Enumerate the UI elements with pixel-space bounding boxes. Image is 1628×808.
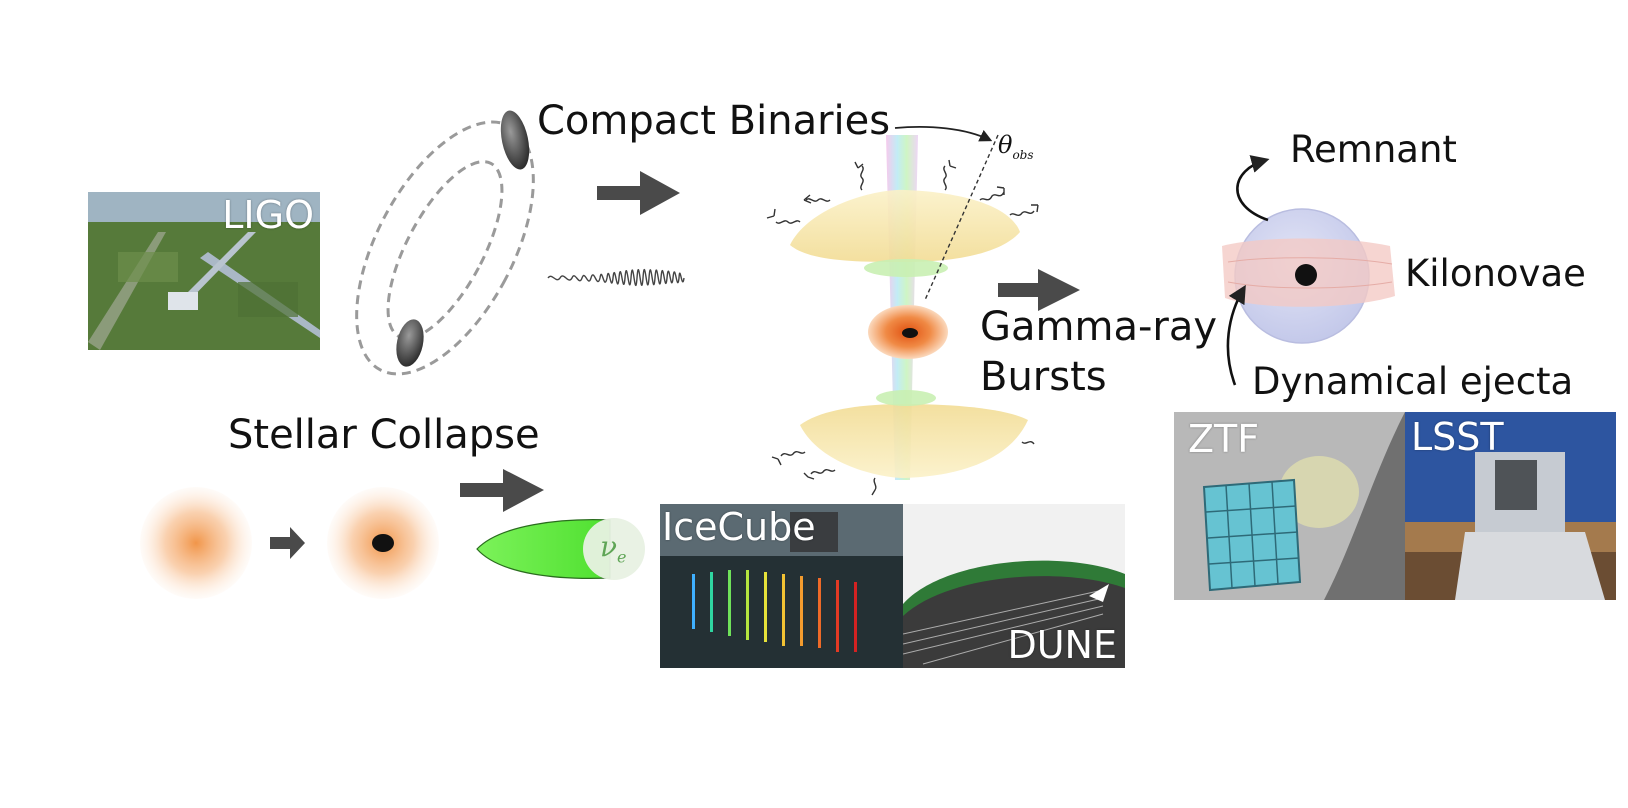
stellar-collapse-diagram xyxy=(140,487,645,599)
kilonovae-label: Kilonovae xyxy=(1405,252,1586,295)
grb-jet-diagram xyxy=(766,126,1039,496)
compact-star-bottom xyxy=(396,319,424,367)
arrow-collapse-step xyxy=(270,527,305,559)
arrows xyxy=(270,171,1080,559)
gamma-ray-label-line2: Bursts xyxy=(980,354,1107,400)
stellar-collapse-label: Stellar Collapse xyxy=(228,412,540,458)
binary-orbit xyxy=(355,110,535,376)
icecube-photo: IceCube xyxy=(660,504,903,668)
dune-photo: DUNE xyxy=(903,504,1125,668)
gw-chirp-waveform xyxy=(547,269,685,287)
compact-star-top xyxy=(500,110,530,170)
gamma-ray-label-line1: Gamma-ray xyxy=(980,304,1218,350)
ztf-label: ZTF xyxy=(1188,417,1260,461)
arrow-grb-to-kilonova xyxy=(998,269,1080,311)
arrow-collapse-to-neutrino xyxy=(460,469,544,512)
ligo-photo: LIGO xyxy=(88,192,320,350)
ztf-photo: ZTF xyxy=(1174,412,1405,600)
ligo-label: LIGO xyxy=(222,193,314,237)
remnant-core xyxy=(1295,264,1317,286)
arrow-binary-to-grb xyxy=(597,171,680,215)
remnant-label: Remnant xyxy=(1290,128,1457,171)
lsst-photo: LSST xyxy=(1405,412,1616,600)
outflow-shell-top xyxy=(790,189,1020,262)
dynamical-ejecta-label: Dynamical ejecta xyxy=(1252,360,1574,403)
progenitor-star xyxy=(140,487,252,599)
dune-label: DUNE xyxy=(1007,623,1117,667)
compact-binaries-label: Compact Binaries xyxy=(537,98,891,144)
icecube-dom-strings xyxy=(692,570,857,652)
outflow-shell-bottom xyxy=(800,404,1028,478)
kilonova-diagram xyxy=(1222,155,1395,386)
outflow-squiggles xyxy=(766,159,1039,496)
icecube-label: IceCube xyxy=(662,505,816,549)
neutrino-symbol: νe xyxy=(600,530,627,567)
theta-obs-label: θobs xyxy=(998,131,1034,162)
lsst-label: LSST xyxy=(1411,415,1504,459)
